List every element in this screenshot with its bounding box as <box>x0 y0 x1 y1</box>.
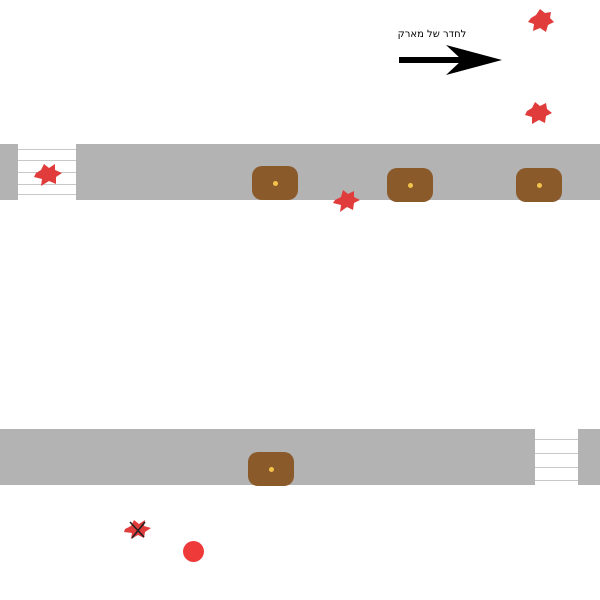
crossed-out-splat-icon[interactable] <box>121 514 155 544</box>
arrow-right-icon <box>399 45 502 75</box>
red-dot-icon[interactable] <box>183 541 204 562</box>
bed-dot <box>268 466 274 472</box>
bed-dot <box>272 180 278 186</box>
crosswalk-bottom <box>535 429 578 485</box>
red-splat-icon[interactable] <box>330 186 364 216</box>
red-splat-icon[interactable] <box>31 160 65 190</box>
bed-dot <box>407 182 413 188</box>
brown-bed-icon[interactable] <box>387 168 433 202</box>
road-top <box>0 144 600 200</box>
bed-dot <box>536 182 542 188</box>
direction-label: לחדר של מארק <box>397 29 467 40</box>
brown-bed-icon[interactable] <box>516 168 562 202</box>
brown-bed-icon[interactable] <box>252 166 298 200</box>
road-bottom <box>0 429 600 485</box>
red-splat-icon[interactable] <box>521 99 555 129</box>
crosswalk-top <box>18 144 76 200</box>
brown-bed-icon[interactable] <box>248 452 294 486</box>
red-splat-icon[interactable] <box>524 7 558 37</box>
